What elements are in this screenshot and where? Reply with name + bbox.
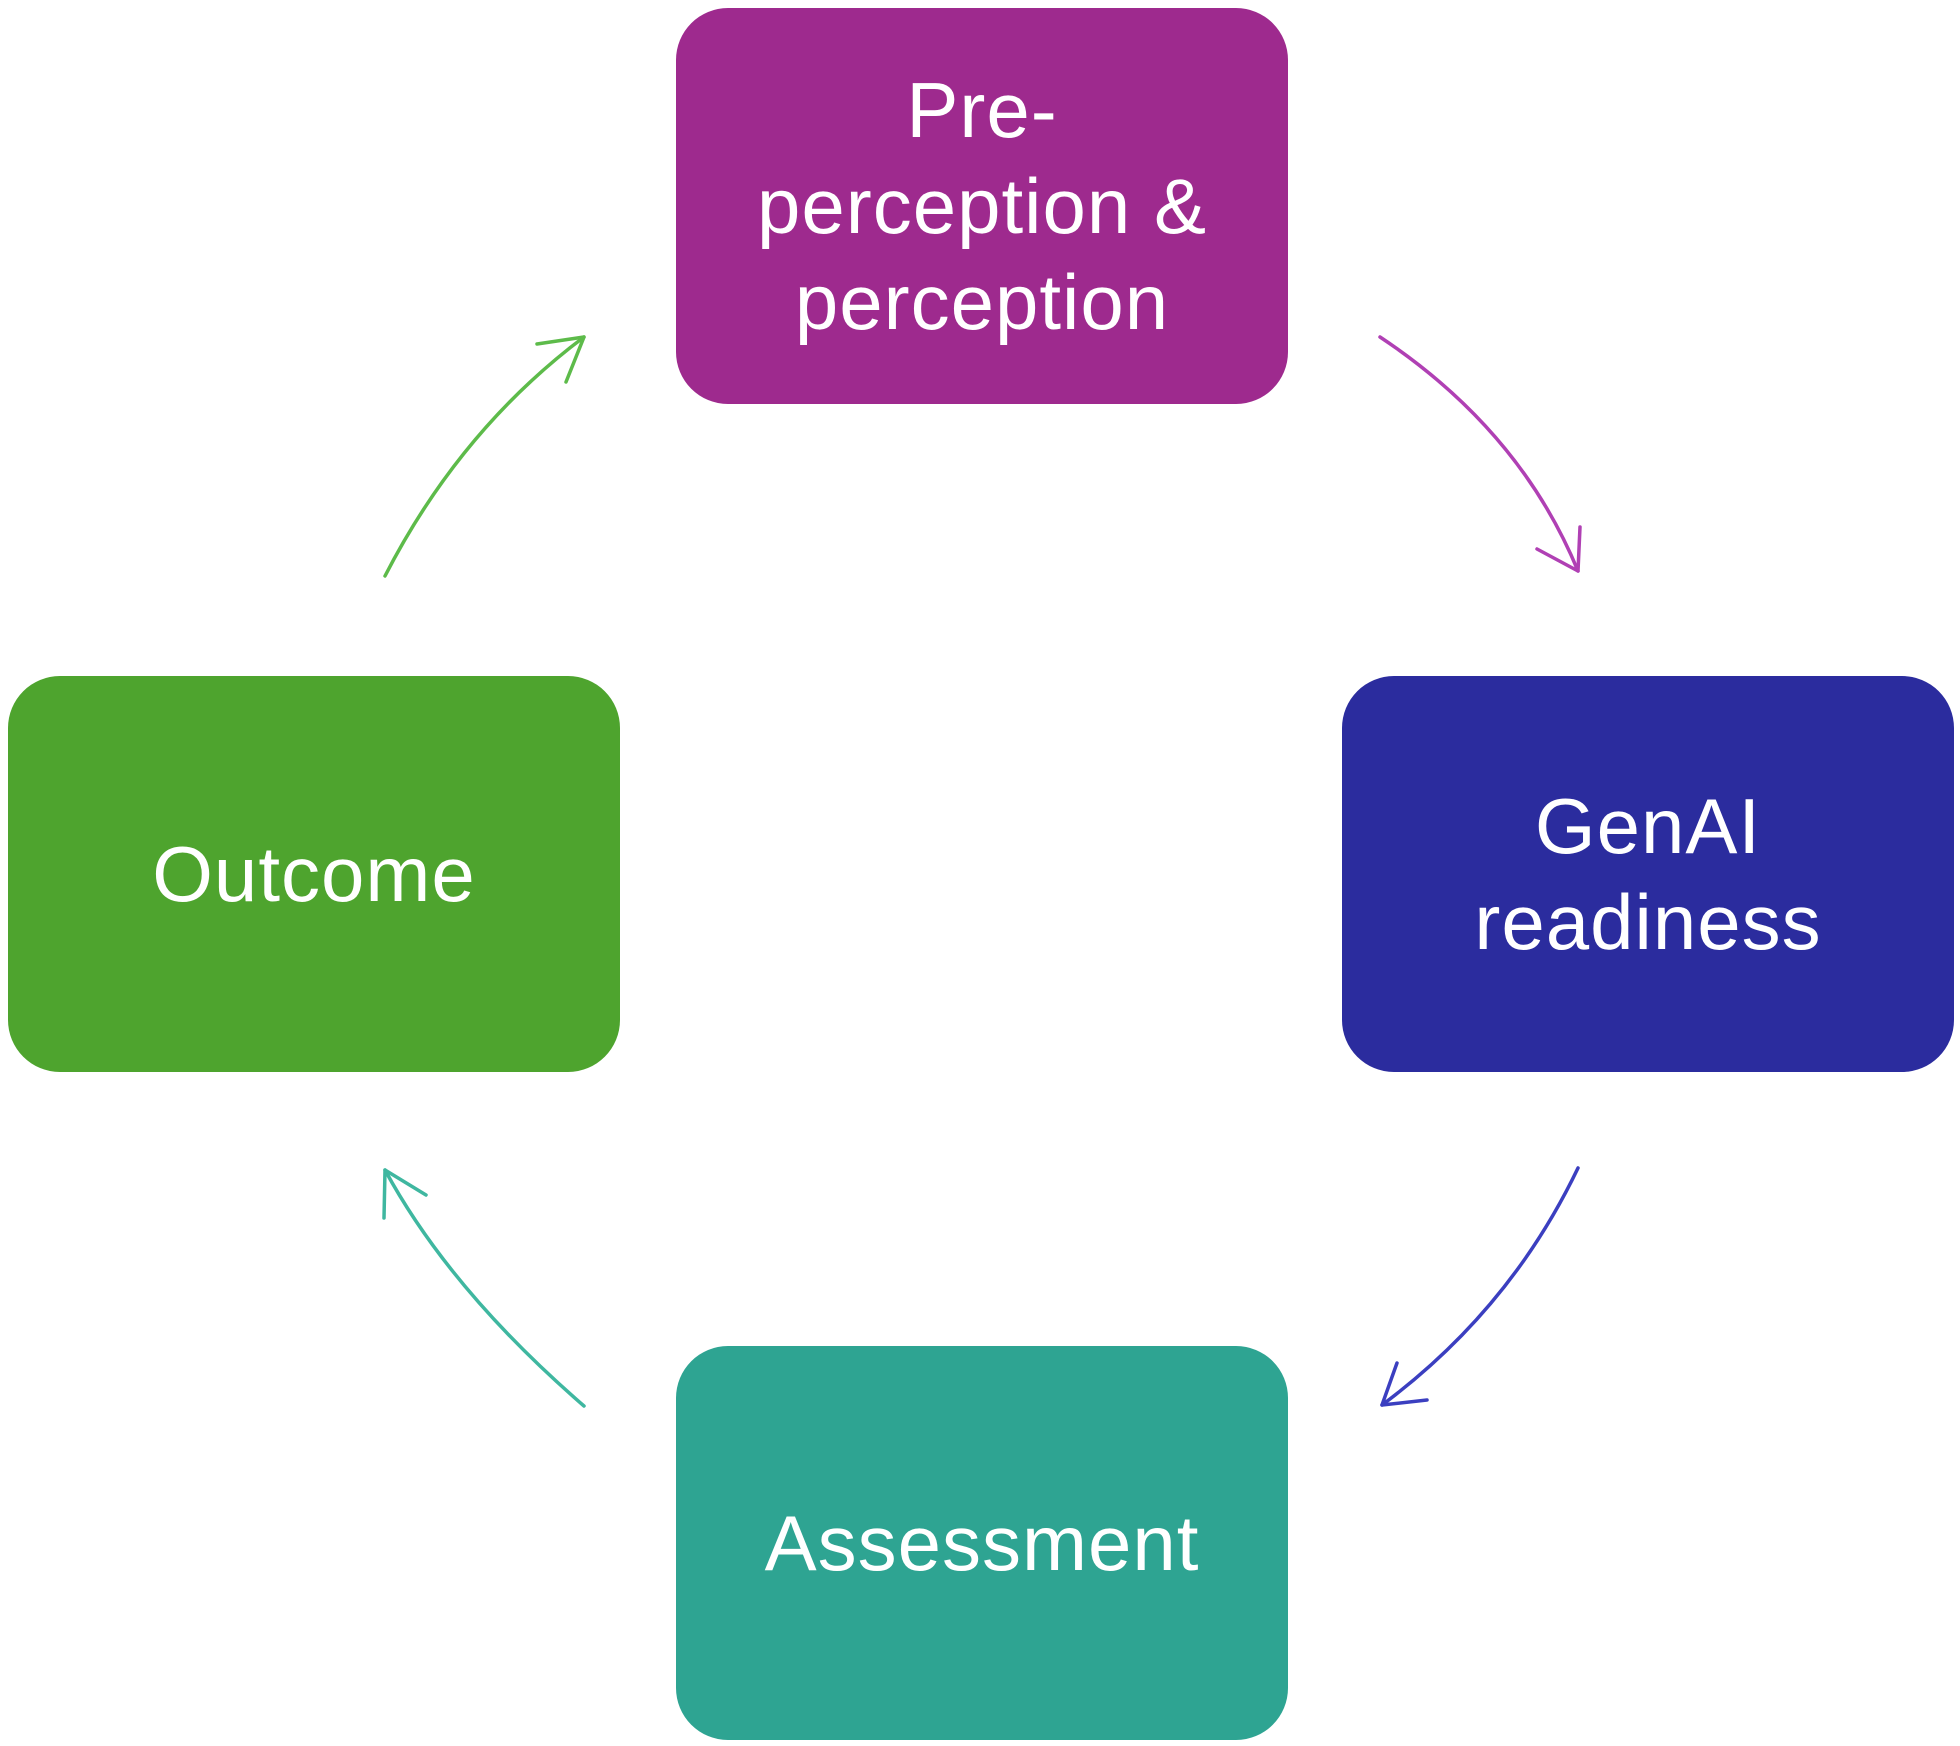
node-label: Pre- perception & perception <box>757 66 1207 346</box>
node-pre-perception-perception: Pre- perception & perception <box>676 8 1288 404</box>
node-label: Outcome <box>152 830 476 918</box>
node-genai-readiness: GenAI readiness <box>1342 676 1954 1072</box>
node-assessment: Assessment <box>676 1346 1288 1740</box>
arrow-head-right-to-bottom <box>1380 1361 1429 1407</box>
node-outcome: Outcome <box>8 676 620 1072</box>
arrow-head-left-to-top <box>535 335 586 384</box>
arrow-top-to-right <box>1378 335 1580 573</box>
arrow-head-bottom-to-left <box>382 1168 428 1220</box>
arrow-right-to-bottom <box>1380 1166 1580 1407</box>
node-label: Assessment <box>764 1499 1200 1587</box>
arrow-head-top-to-right <box>1535 525 1582 573</box>
arrow-left-to-top <box>383 335 586 578</box>
node-label: GenAI readiness <box>1474 782 1822 966</box>
arrow-bottom-to-left <box>383 1168 586 1408</box>
